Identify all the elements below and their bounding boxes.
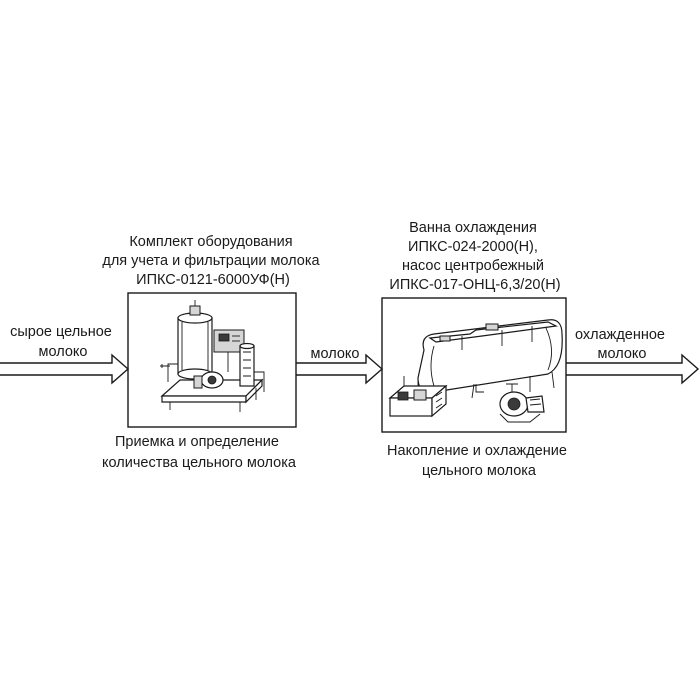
equipment1-caption: Приемка и определение количества цельног… xyxy=(102,434,297,471)
equipment1-title-line-2: для учета и фильтрации молока xyxy=(102,253,320,269)
equipment1-caption-line-2: количества цельного молока xyxy=(102,455,297,471)
equipment2-title-line-2: ИПКС-024-2000(Н), xyxy=(408,239,538,255)
equipment2-box xyxy=(381,297,567,433)
input-label-line-2: молоко xyxy=(39,344,88,360)
equipment1-illustration xyxy=(160,300,265,412)
equipment2-title: Ванна охлаждения ИПКС-024-2000(Н), насос… xyxy=(389,220,560,293)
output-label: охлажденное молоко xyxy=(575,327,669,362)
output-arrow xyxy=(566,353,700,385)
input-label: сырое цельное молоко xyxy=(10,324,116,360)
equipment1-caption-line-1: Приемка и определение xyxy=(115,434,279,450)
equipment2-caption-line-1: Накопление и охлаждение xyxy=(387,443,567,459)
equipment1-title: Комплект оборудования для учета и фильтр… xyxy=(102,234,323,288)
equipment2-title-line-3: насос центробежный xyxy=(402,258,544,274)
middle-label-line-1: молоко xyxy=(311,346,360,362)
output-label-line-2: молоко xyxy=(598,346,647,362)
equipment2-title-line-4: ИПКС-017-ОНЦ-6,3/20(Н) xyxy=(389,277,560,293)
output-label-line-1: охлажденное xyxy=(575,327,665,343)
equipment2-caption: Накопление и охлаждение цельного молока xyxy=(387,443,571,479)
equipment1-title-line-1: Комплект оборудования xyxy=(129,234,292,250)
equipment2-caption-line-2: цельного молока xyxy=(422,463,537,479)
middle-label: молоко xyxy=(311,346,360,362)
input-label-line-1: сырое цельное xyxy=(10,324,112,340)
equipment2-title-line-1: Ванна охлаждения xyxy=(409,220,537,236)
equipment2-illustration xyxy=(388,319,563,423)
equipment1-box xyxy=(127,292,297,428)
equipment1-title-line-3: ИПКС-0121-6000УФ(Н) xyxy=(136,272,290,288)
